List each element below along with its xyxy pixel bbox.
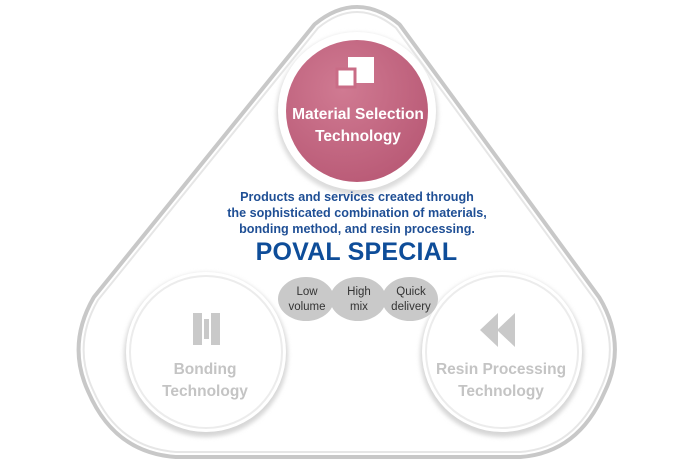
feature-1-line2: volume xyxy=(288,301,326,313)
resin-processing-node xyxy=(420,272,584,437)
double-chevron-left-icon xyxy=(480,313,515,347)
feature-2-line2: mix xyxy=(350,301,368,313)
material-label-line2: Technology xyxy=(315,128,401,145)
brand-title: POVAL SPECIAL xyxy=(255,238,458,266)
feature-pill-2 xyxy=(330,277,386,321)
bonding-label-line1: Bonding xyxy=(173,361,237,378)
feature-pills xyxy=(278,277,438,321)
resin-label-line1: Resin Processing xyxy=(435,361,567,378)
feature-3-line1: Quick xyxy=(396,286,426,298)
material-label-line1: Material Selection xyxy=(292,106,424,123)
feature-label-high-mix: High mix xyxy=(329,285,389,315)
feature-pill-1 xyxy=(278,277,334,321)
feature-pill-3 xyxy=(382,277,438,321)
bonding-technology-node xyxy=(124,272,288,437)
description-text: Products and services created through th… xyxy=(180,189,534,237)
description-line2: the sophisticated combination of materia… xyxy=(227,206,487,220)
feature-3-line2: delivery xyxy=(391,301,431,313)
overlapping-squares-icon xyxy=(335,57,374,89)
bonding-label-line2: Technology xyxy=(162,383,248,400)
feature-label-quick-delivery: Quick delivery xyxy=(381,285,441,315)
material-selection-node xyxy=(276,32,438,195)
resin-processing-label: Resin Processing Technology xyxy=(418,359,584,403)
feature-1-line1: Low xyxy=(296,286,318,298)
description-line3: bonding method, and resin processing. xyxy=(239,222,475,236)
feature-label-low-volume: Low volume xyxy=(277,285,337,315)
bars-icon xyxy=(193,313,220,345)
description-line1: Products and services created through xyxy=(240,190,474,204)
material-selection-label: Material Selection Technology xyxy=(268,104,448,148)
bonding-technology-label: Bonding Technology xyxy=(130,359,280,403)
resin-label-line2: Technology xyxy=(458,383,544,400)
feature-2-line1: High xyxy=(347,286,371,298)
